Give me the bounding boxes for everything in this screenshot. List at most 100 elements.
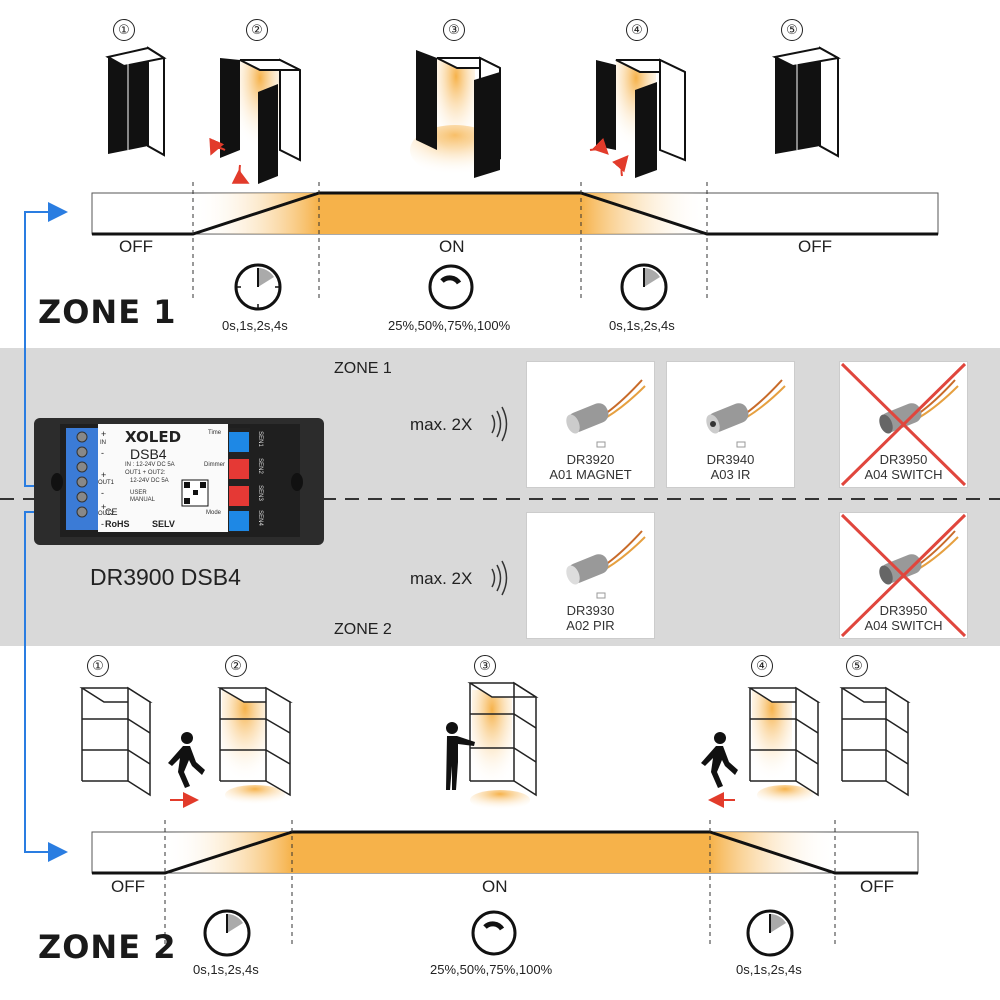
controller-selv: SELV — [152, 519, 175, 529]
zone1-step-2: ② — [246, 19, 268, 41]
sensor-port-4: SEN4 — [256, 510, 263, 526]
clock-icon — [620, 263, 668, 311]
terminal-minus-out2: - — [101, 519, 104, 529]
zone2-brightness-levels: 25%,50%,75%,100% — [430, 962, 553, 977]
ir-sensor-icon — [706, 379, 786, 448]
standing-person-icon — [446, 722, 475, 790]
dimmer-icon — [471, 910, 517, 956]
zone2-timeline — [91, 820, 919, 945]
zone2-state-on: ON — [482, 877, 508, 896]
sensor-code: DR3930 — [566, 603, 615, 618]
controller-spec-in: IN : 12-24V DC 5A — [125, 462, 175, 468]
switch-sensor-icon — [840, 513, 967, 638]
cabinet-open-icon — [410, 50, 501, 178]
zone2-step-5: ⑤ — [846, 655, 868, 677]
zone2-state-off-right: OFF — [860, 877, 894, 896]
terminal-minus-in: - — [101, 448, 104, 458]
pir-sensor-icon — [566, 530, 646, 599]
zone1-title: ZONE 1 — [38, 293, 177, 331]
controller-spec-out: OUT1 + OUT2: — [125, 470, 166, 476]
wireless-signal-icon — [491, 560, 508, 596]
switch-sensor-icon — [840, 362, 967, 487]
controller-spec-out2: 12-24V DC 5A — [130, 478, 169, 484]
switch-label-dimmer: Dimmer — [204, 462, 225, 468]
terminal-in: IN — [100, 440, 106, 446]
cabinet-closed-icon — [771, 46, 841, 158]
sensor-type: A02 PIR — [566, 618, 615, 633]
sensor-port-2: SEN2 — [256, 458, 263, 474]
switch-label-mode: Mode — [206, 510, 222, 516]
zone1-step-5: ⑤ — [781, 19, 803, 41]
sensor-code: DR3920 — [566, 452, 615, 467]
sensor-type: A04 SWITCH — [864, 467, 943, 482]
terminal-plus-in: + — [101, 429, 107, 439]
clock-icon — [203, 909, 251, 957]
controller-manual: USER MANUAL — [130, 490, 156, 503]
terminal-out2: OUT2 — [98, 511, 115, 517]
zone2-fade-in-times: 0s,1s,2s,4s — [193, 962, 259, 977]
cabinet-opening-icon — [209, 58, 301, 184]
zone1-state-on: ON — [439, 237, 465, 256]
zone2-state-off-left: OFF — [111, 877, 145, 896]
controller-device — [34, 418, 324, 545]
zone1-on-fill — [319, 193, 581, 234]
zone2-title: ZONE 2 — [38, 928, 177, 966]
zone2-level-line — [92, 830, 918, 875]
terminal-out1: OUT1 — [98, 480, 115, 486]
zone1-timeline — [91, 182, 939, 298]
band-zone2-label: ZONE 2 — [334, 621, 392, 638]
switch-label-time: Time — [208, 430, 222, 436]
zone1-level-line — [92, 191, 938, 236]
shelf-unit-lit-icon — [217, 686, 293, 805]
shelf-unit-lit-icon — [747, 686, 821, 805]
sensor-type: A04 SWITCH — [864, 618, 943, 633]
cabinet-closed-icon — [105, 46, 167, 157]
zone1-fade-in-times: 0s,1s,2s,4s — [222, 318, 288, 333]
shelf-unit-lit-icon — [467, 681, 539, 810]
zone2-max-sensors: max. 2X — [410, 569, 473, 588]
zone2-step-3: ③ — [474, 655, 496, 677]
zone2-step-2: ② — [225, 655, 247, 677]
sensor-code: DR3940 — [706, 452, 755, 467]
magnet-sensor-icon — [566, 379, 646, 448]
zone1-state-off-left: OFF — [119, 237, 153, 256]
sensor-type: A03 IR — [710, 467, 751, 482]
zone1-state-off-right: OFF — [798, 237, 832, 256]
walking-person-icon — [701, 732, 738, 788]
controller-model: DSB4 — [130, 446, 167, 462]
zone1-step-1: ① — [113, 19, 135, 41]
zone2-connector-arrow — [24, 511, 68, 862]
sensor-code: DR3950 — [879, 452, 928, 467]
zone1-step-4: ④ — [626, 19, 648, 41]
controller-caption: DR3900 DSB4 — [90, 564, 241, 590]
zone2-step-1: ① — [87, 655, 109, 677]
terminal-plus-out1: + — [101, 470, 107, 480]
band-zone1-label: ZONE 1 — [334, 360, 392, 377]
sensor-code: DR3950 — [879, 603, 928, 618]
zone2-step-4: ④ — [751, 655, 773, 677]
zone1-brightness-levels: 25%,50%,75%,100% — [388, 318, 511, 333]
zone2-fade-out-times: 0s,1s,2s,4s — [736, 962, 802, 977]
controller-rohs: RoHS — [105, 519, 130, 529]
shelf-unit-icon — [839, 686, 911, 797]
dimmer-icon — [428, 264, 474, 310]
zone1-step-3: ③ — [443, 19, 465, 41]
sensor-card-excluded: DR3950 A04 SWITCH — [840, 513, 967, 638]
clock-icon — [746, 909, 794, 957]
zone2-on-fill — [292, 832, 710, 873]
sensor-type: A01 MAGNET — [549, 467, 632, 482]
sensor-port-1: SEN1 — [256, 431, 263, 447]
terminal-minus-out1: - — [101, 488, 104, 498]
sensor-card-excluded: DR3950 A04 SWITCH — [840, 362, 967, 487]
controller-brand: XOLED — [125, 428, 182, 446]
sensor-card: DR3940 A03 IR — [667, 362, 794, 487]
sensor-port-3: SEN3 — [256, 485, 263, 501]
terminal-plus-out2: + — [101, 502, 107, 512]
controller-ce-mark: CE — [105, 507, 118, 517]
wireless-signal-icon — [491, 406, 508, 442]
shelf-unit-icon — [79, 686, 153, 797]
zone1-fade-out-times: 0s,1s,2s,4s — [609, 318, 675, 333]
zone1-max-sensors: max. 2X — [410, 415, 473, 434]
